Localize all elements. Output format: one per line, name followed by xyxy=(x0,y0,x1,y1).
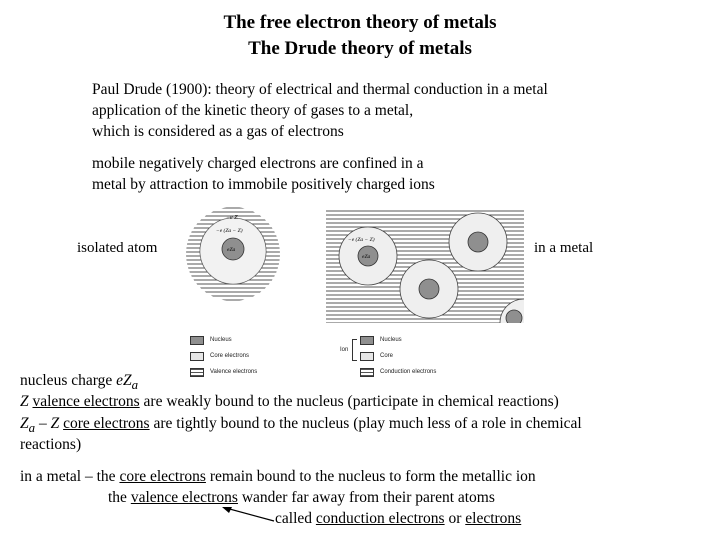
wander-prefix: the xyxy=(108,489,131,506)
metal-core-charge-text: −e (Za − Z) xyxy=(348,236,375,243)
intro-line-4: mobile negatively charged electrons are … xyxy=(92,155,424,172)
core-charge-text: −e (Za − Z) xyxy=(216,227,243,234)
pointer-arrow xyxy=(222,507,275,522)
page-title: The free electron theory of metals xyxy=(223,12,497,33)
legend-ion-bracket xyxy=(352,339,357,361)
legend-isolated: Nucleus Core electrons Valence electrons xyxy=(190,336,290,382)
outer-charge-text: −e Z xyxy=(226,215,238,221)
nucleus-charge-subscript: a xyxy=(131,377,139,393)
metal-ion-2-nucleus xyxy=(467,231,489,253)
intro-line-1: Paul Drude (1900): theory of electrical … xyxy=(92,81,548,98)
wander-valence-electrons-term: valence electrons xyxy=(130,489,238,506)
legend-conduction-label: Conduction electrons xyxy=(380,369,437,375)
metal-ion-3-nucleus xyxy=(418,278,440,300)
core-line-2: reactions) xyxy=(20,436,82,453)
called-prefix: called xyxy=(275,510,316,527)
legend-nucleus-label: Nucleus xyxy=(210,337,232,343)
metal-ion-4-nucleus xyxy=(505,309,523,323)
valence-electrons-term: valence electrons xyxy=(32,393,140,410)
intro-line-2: application of the kinetic theory of gas… xyxy=(92,102,414,119)
valence-line: Z valence electrons are weakly bound to … xyxy=(20,391,559,412)
legend-ion-label: Ion xyxy=(340,347,349,353)
legend-metal-nucleus-label: Nucleus xyxy=(380,337,402,343)
legend-core-label: Core electrons xyxy=(210,353,250,359)
called-line: called conduction electrons or electrons xyxy=(275,508,521,529)
conduction-electrons-term: conduction electrons xyxy=(315,510,445,527)
core-electrons-term: core electrons xyxy=(63,415,150,432)
legend-metal-core-swatch xyxy=(360,352,374,361)
metal-diagram: −e (Za − Z) eZa xyxy=(326,210,524,323)
nucleus-charge-symbol: eZ xyxy=(116,372,132,389)
electrons-term: electrons xyxy=(465,510,522,527)
metal-line: in a metal – the core electrons remain b… xyxy=(20,466,536,487)
legend-metal-nucleus-swatch xyxy=(360,336,374,345)
core-z-subscript: a xyxy=(28,420,36,436)
core-description: are tightly bound to the nucleus (play m… xyxy=(149,415,582,432)
isolated-atom-diagram: −e Z −e (Za − Z) eZa xyxy=(186,207,280,301)
legend-valence-swatch xyxy=(190,368,204,377)
in-metal-label: in a metal xyxy=(534,240,594,256)
valence-z: Z xyxy=(20,393,29,410)
metal-ion-1-nucleus xyxy=(357,245,379,267)
core-line: Za – Z core electrons are tightly bound … xyxy=(20,413,582,438)
legend-metal-core-label: Core xyxy=(380,353,394,359)
core-z2: Z xyxy=(50,415,60,432)
core-z: Z xyxy=(20,415,29,432)
atom-nucleus xyxy=(221,237,245,261)
legend-core-swatch xyxy=(190,352,204,361)
legend-metal: Ion Nucleus Core Conduction electrons xyxy=(340,336,460,382)
nucleus-charge-prefix: nucleus charge xyxy=(20,372,117,389)
wander-line: the valence electrons wander far away fr… xyxy=(108,487,495,508)
page-subtitle: The Drude theory of metals xyxy=(248,38,472,59)
metal-description: remain bound to the nucleus to form the … xyxy=(205,468,536,485)
legend-conduction-swatch xyxy=(360,368,374,377)
nucleus-charge-text: eZa xyxy=(227,247,236,253)
intro-line-3: which is considered as a gas of electron… xyxy=(92,123,344,140)
core-minus: – xyxy=(35,415,51,432)
legend-nucleus-swatch xyxy=(190,336,204,345)
metal-prefix: in a metal – the xyxy=(20,468,120,485)
legend-valence-label: Valence electrons xyxy=(210,369,258,375)
nucleus-charge-line: nucleus charge eZa xyxy=(20,370,138,395)
intro-line-5: metal by attraction to immobile positive… xyxy=(92,176,435,193)
metal-core-electrons-term: core electrons xyxy=(119,468,206,485)
wander-description: wander far away from their parent atoms xyxy=(237,489,495,506)
valence-description: are weakly bound to the nucleus (partici… xyxy=(139,393,559,410)
metal-nucleus-charge-text: eZa xyxy=(362,254,371,260)
isolated-atom-label: isolated atom xyxy=(77,240,158,256)
called-or: or xyxy=(444,510,466,527)
